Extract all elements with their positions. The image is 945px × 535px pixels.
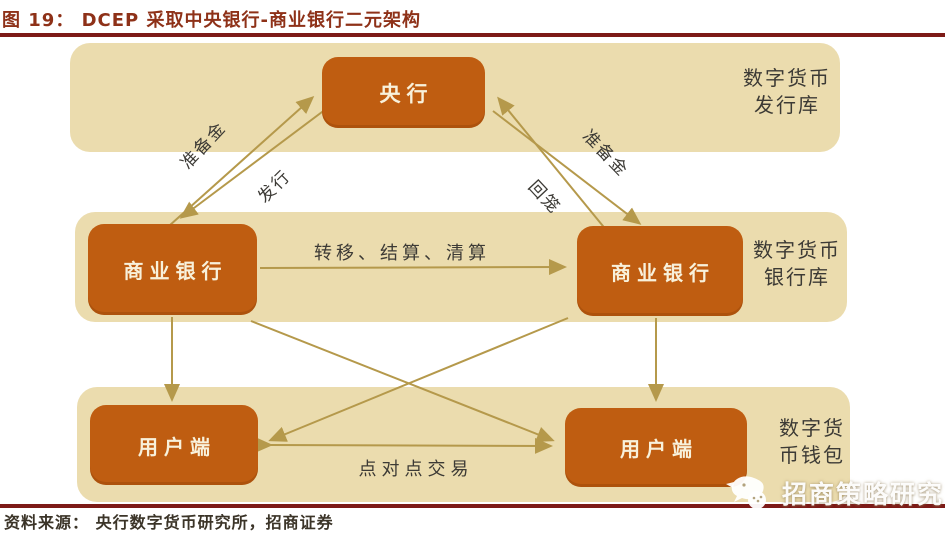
footer-rule <box>0 504 945 508</box>
node-user-terminal-right: 用户端 <box>565 408 747 487</box>
tier-label-wallet-line2: 币钱包 <box>779 443 845 467</box>
edge-label-issue: 发行 <box>254 166 296 208</box>
edge-label-p2p-transaction: 点对点交易 <box>358 459 474 480</box>
figure-title: 图 19： DCEP 采取中央银行-商业银行二元架构 <box>2 10 421 31</box>
tier-label-wallet-line1: 数字货 <box>779 416 845 440</box>
tier-label-wallet: 数字货 币钱包 <box>766 415 858 469</box>
node-central-bank: 央行 <box>322 57 485 128</box>
source-note: 资料来源： 央行数字货币研究所，招商证券 <box>4 513 334 532</box>
node-user-terminal-left: 用户端 <box>90 405 258 485</box>
watermark-cms-strategy-research: 招商策略研究 <box>782 480 945 509</box>
tier-label-bank-vault-line1: 数字货币 <box>753 238 841 262</box>
bird-icon <box>726 476 766 509</box>
tier-label-bank-vault-line2: 银行库 <box>764 265 830 289</box>
tier-label-bank-vault: 数字货币 银行库 <box>738 237 856 291</box>
tier-label-issuance: 数字货币 发行库 <box>722 65 852 119</box>
title-underline-rule <box>0 33 945 37</box>
edge-label-transfer-settle-clear: 转移、结算、清算 <box>314 243 490 264</box>
tier-label-issuance-line2: 发行库 <box>754 93 820 117</box>
node-commercial-bank-left: 商业银行 <box>88 224 257 315</box>
tier-label-issuance-line1: 数字货币 <box>743 66 831 90</box>
node-commercial-bank-right: 商业银行 <box>577 226 743 316</box>
